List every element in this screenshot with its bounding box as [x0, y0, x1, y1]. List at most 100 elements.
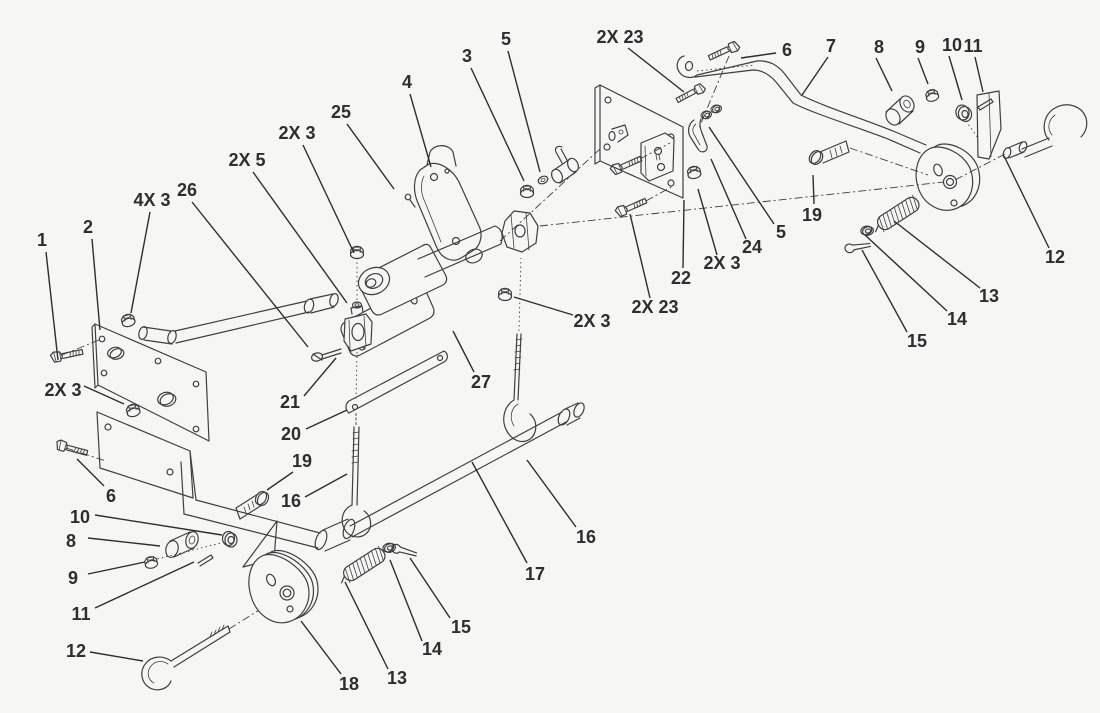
callout-8-13: 8	[874, 37, 884, 57]
leader-line-2X3-24	[697, 188, 718, 256]
bolt-6-right	[706, 39, 742, 64]
leader-line-5-9	[507, 50, 541, 173]
callout-15-20: 15	[907, 331, 927, 351]
callout-3-8: 3	[462, 46, 472, 66]
leader-line-16-36	[304, 473, 348, 498]
eyebolt-16-left	[341, 412, 372, 538]
callout-6-29: 6	[106, 486, 116, 506]
callout-2X3-28: 2X 3	[44, 380, 81, 400]
leader-line-25-6	[346, 123, 395, 190]
callout-27-39: 27	[471, 372, 491, 392]
leader-line-4-7	[409, 93, 432, 168]
leader-line-2-1	[91, 238, 101, 331]
leader-line-9-14	[917, 57, 929, 85]
keyhole-bracket-24	[640, 132, 675, 182]
pivot-rod	[138, 293, 339, 345]
callout-26-3: 26	[177, 180, 197, 200]
leader-line-2X3-27	[513, 296, 574, 316]
callout-25-6: 25	[331, 102, 351, 122]
angle-tab-bracket	[965, 90, 1002, 160]
leader-line-2X23-26	[629, 213, 651, 299]
spring-13-right	[869, 194, 923, 237]
leader-line-12-17	[1003, 155, 1050, 249]
leader-line-2X23-10	[627, 47, 685, 93]
callout-18-42: 18	[339, 674, 359, 694]
callout-12-34: 12	[66, 641, 86, 661]
washer-14-right	[859, 223, 875, 238]
leader-line-11-16	[974, 56, 984, 93]
callout-21-38: 21	[280, 392, 300, 412]
callout-12-17: 12	[1045, 247, 1065, 267]
lift-rod-17	[349, 402, 585, 538]
jhook-rod-12-right	[952, 104, 1088, 182]
bolt-2x23-top	[674, 81, 708, 106]
left-bushing-hardware	[152, 530, 238, 567]
leader-line-13-18	[893, 220, 981, 289]
callout-7-12: 7	[826, 36, 836, 56]
callout-24-23: 24	[742, 237, 762, 257]
cotter-pin-15-right	[843, 238, 872, 255]
leader-line-4X3-2	[130, 211, 151, 314]
callout-14-44: 14	[422, 639, 442, 659]
leader-line-5-22	[708, 126, 775, 225]
callout-2X23-26: 2X 23	[631, 297, 678, 317]
flange-nut-2x3-center	[349, 245, 365, 260]
left-mounting-plate	[91, 323, 210, 442]
callout-14-19: 14	[947, 309, 967, 329]
leader-line-2X3-28	[83, 385, 125, 405]
callout-5-9: 5	[501, 29, 511, 49]
callout-17-40: 17	[525, 564, 545, 584]
leader-line-3-8	[470, 67, 525, 182]
leader-line-26-3	[191, 201, 309, 348]
washer-10-right	[955, 104, 973, 123]
leader-line-2X3-5	[302, 144, 355, 254]
bolt-6-left	[54, 438, 90, 458]
callout-2-1: 2	[83, 217, 93, 237]
leader-line-15-45	[409, 557, 451, 619]
callout-6-11: 6	[782, 40, 792, 60]
callout-22-25: 22	[671, 268, 691, 288]
leader-line-7-12	[801, 56, 829, 96]
ball-sleeve-link	[537, 145, 580, 185]
leader-line-9-32	[87, 561, 146, 575]
callout-2X3-24: 2X 3	[703, 253, 740, 273]
callout-11-33: 11	[71, 604, 90, 624]
swivel-trunnion	[501, 210, 539, 253]
link-strip-20	[345, 350, 448, 424]
leader-line-2X5-4	[252, 171, 348, 304]
callout-2X3-5: 2X 3	[278, 123, 315, 143]
callout-2X23-10: 2X 23	[596, 27, 643, 47]
callout-9-14: 9	[915, 37, 925, 57]
clevis-plate-18	[248, 549, 319, 624]
leader-line-14-19	[864, 234, 948, 312]
leader-line-12-34	[89, 651, 144, 662]
leader-line-10-15	[948, 55, 963, 101]
leader-line-14-44	[389, 559, 423, 642]
eyebolt-16-right	[503, 257, 537, 443]
callout-10-30: 10	[70, 507, 90, 527]
leader-line-8-31	[87, 537, 161, 547]
callout-4X3-2: 4X 3	[133, 190, 170, 210]
leader-line-22-25	[682, 199, 685, 269]
leader-line-16-41	[526, 459, 577, 528]
leader-line-10-30	[94, 514, 223, 536]
callout-16-36: 16	[281, 491, 301, 511]
leader-line-8-13	[875, 57, 893, 92]
flange-nut-4x3	[119, 312, 137, 329]
leader-line-24-23	[710, 158, 747, 240]
nut-9-left	[143, 554, 159, 570]
leader-line-13-43	[344, 581, 389, 670]
callout-4-7: 4	[402, 72, 412, 92]
carriage-bolt-19-right	[808, 140, 929, 176]
callout-10-15: 10	[942, 35, 962, 55]
carriage-bolt-19-left	[235, 490, 270, 520]
nut-9-right	[924, 87, 941, 104]
leader-line-21-38	[303, 357, 337, 397]
retainer-clip-5	[688, 118, 708, 153]
cam-bracket-4	[404, 145, 482, 261]
pin-11-right	[977, 98, 994, 111]
nut-3	[519, 184, 535, 199]
